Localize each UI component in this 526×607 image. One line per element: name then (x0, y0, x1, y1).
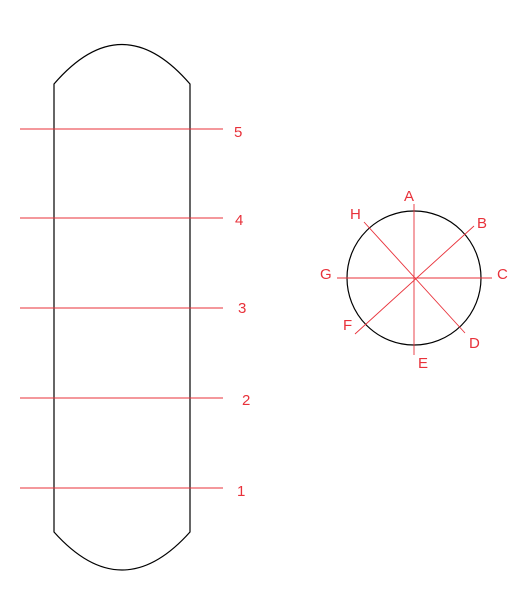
direction-label-f: F (343, 317, 352, 334)
level-label-2: 2 (242, 392, 250, 409)
vessel-outline (53, 43, 191, 571)
direction-label-h: H (350, 206, 361, 223)
level-label-3: 3 (238, 300, 246, 317)
level-label-4: 4 (235, 212, 243, 229)
direction-label-c: C (497, 266, 508, 283)
level-label-5: 5 (234, 124, 242, 141)
direction-label-a: A (404, 188, 414, 205)
direction-label-e: E (418, 355, 428, 372)
direction-line-f-b (354, 225, 475, 335)
direction-label-d: D (469, 335, 480, 352)
level-lines (20, 128, 223, 489)
direction-labels: A B C D E F G H (320, 188, 508, 372)
direction-label-g: G (320, 266, 332, 283)
level-labels: 5 4 3 2 1 (234, 124, 250, 500)
direction-label-b: B (477, 215, 487, 232)
level-label-1: 1 (237, 483, 245, 500)
direction-line-h-d (363, 221, 466, 334)
direction-lines (337, 204, 492, 355)
